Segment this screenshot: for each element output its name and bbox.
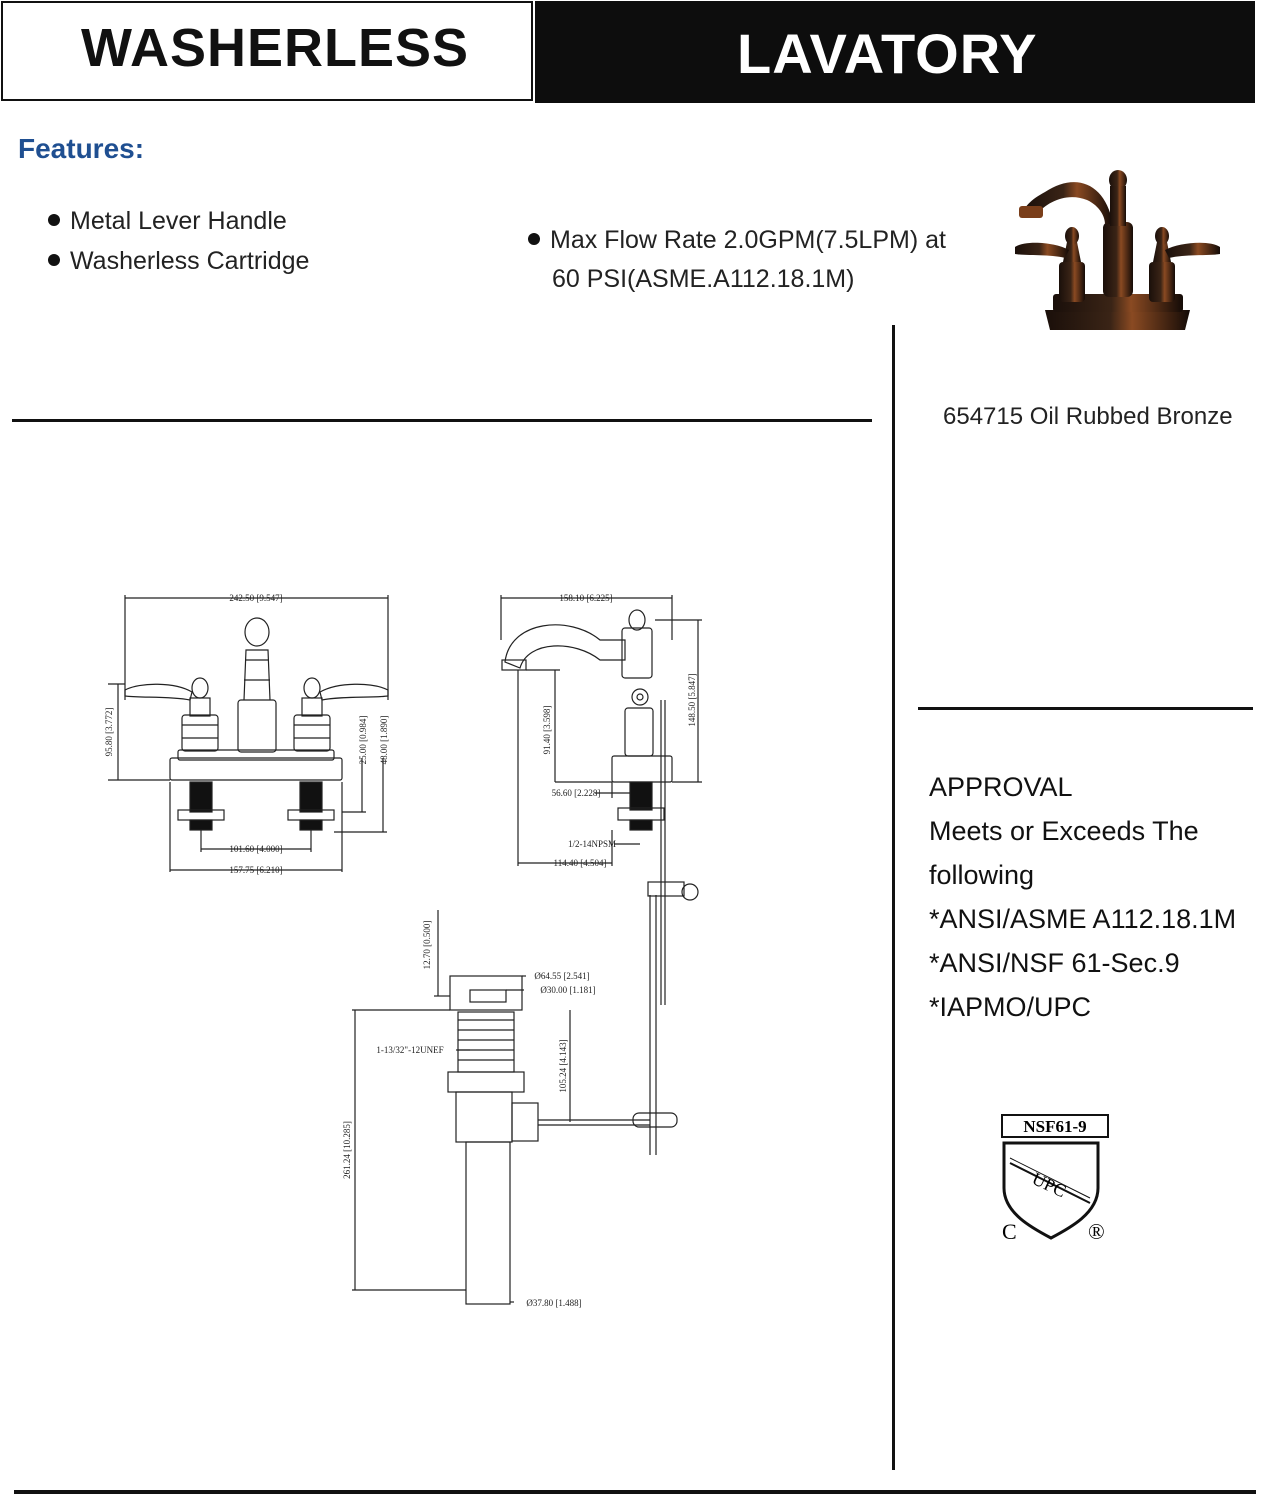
dim-drain-body: 105.24 [4.143]: [558, 1039, 568, 1092]
bottom-divider: [14, 1490, 1256, 1494]
feature-item: Metal Lever Handle: [48, 207, 287, 236]
approval-standard: *IAPMO/UPC: [929, 992, 1092, 1022]
bullet-icon: [48, 254, 60, 267]
dim-front-height: 95.80 [3.772]: [104, 708, 114, 757]
approval-standard: *ANSI/NSF 61-Sec.9: [929, 948, 1180, 978]
feature-item-flow-rate: Max Flow Rate 2.0GPM(7.5LPM) at 60 PSI(A…: [528, 221, 946, 299]
vertical-divider: [892, 325, 895, 1470]
dim-flange-dia: Ø64.55 [2.541]: [534, 971, 589, 981]
header-right-title: LAVATORY: [737, 22, 1038, 85]
dim-reach: 158.10 [6.225]: [559, 593, 612, 603]
faucet-product-image: [1015, 170, 1220, 330]
product-caption: 654715 Oil Rubbed Bronze: [943, 403, 1233, 430]
dim-25: 25.00 [0.984]: [358, 716, 368, 765]
header-title-banner: LAVATORY: [535, 1, 1255, 103]
registered-mark: ®: [1088, 1219, 1105, 1244]
dim-side-base: 56.60 [2.228]: [552, 788, 601, 798]
approval-line: following: [929, 860, 1035, 890]
dim-flange-height: 12.70 [0.500]: [422, 921, 432, 970]
approval-standard: *ANSI/ASME A112.18.1M: [929, 904, 1237, 934]
dim-spout-height: 91.40 [3.598]: [542, 706, 552, 755]
upc-certification-logo: NSF61-9 UPC C ®: [1001, 1114, 1109, 1244]
approval-block: APPROVAL Meets or Exceeds The following …: [929, 765, 1236, 1029]
dim-drain-thread: 1-13/32"-12UNEF: [376, 1045, 443, 1055]
dim-stopper-dia: Ø30.00 [1.181]: [540, 985, 595, 995]
dim-side-depth: 114.40 [4.504]: [554, 858, 607, 868]
c-label: C: [1002, 1219, 1017, 1244]
approval-divider: [918, 707, 1253, 710]
dim-drain-total: 261.24 [10.285]: [342, 1121, 352, 1179]
technical-drawing: 242.50 [9.547] 95.80 [3.77: [104, 593, 702, 1308]
dim-48: 48.00 [1.890]: [379, 716, 389, 765]
approval-title: APPROVAL: [929, 772, 1073, 802]
feature-item: Washerless Cartridge: [48, 247, 309, 276]
side-view: 158.10 [6.225] 148.50 [5.847] 91.40 [3.5…: [500, 593, 702, 1155]
dim-total-width: 242.50 [9.547]: [229, 593, 282, 603]
drain-view: 12.70 [0.500] Ø64.55 [2.541] Ø30.00 [1.1…: [342, 910, 678, 1308]
section-divider: [12, 419, 872, 422]
dim-side-thread: 1/2-14NPSM: [568, 839, 616, 849]
bullet-icon: [528, 233, 540, 246]
upc-label: UPC: [1029, 1168, 1069, 1201]
header-left-title: WASHERLESS: [81, 18, 470, 78]
header-title-box: WASHERLESS: [1, 1, 533, 101]
bullet-icon: [48, 214, 60, 227]
front-view: 242.50 [9.547] 95.80 [3.77: [104, 593, 389, 875]
nsf-label: NSF61-9: [1023, 1117, 1086, 1136]
dim-tail-dia: Ø37.80 [1.488]: [526, 1298, 581, 1308]
dim-side-height: 148.50 [5.847]: [687, 673, 697, 726]
dim-centers: 101.60 [4.000]: [229, 844, 282, 854]
dim-base-width: 157.75 [6.210]: [229, 865, 282, 875]
features-title: Features:: [18, 133, 145, 164]
approval-line: Meets or Exceeds The: [929, 816, 1199, 846]
